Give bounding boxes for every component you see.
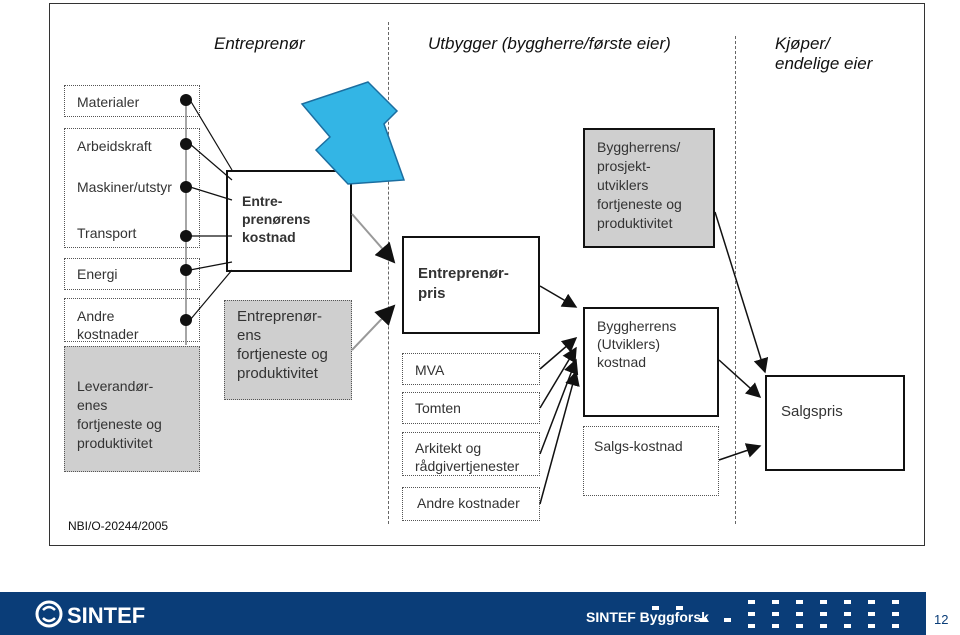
page-number: 12 <box>934 612 949 627</box>
input-label: Transport <box>77 225 137 241</box>
developer-profit-text: Byggherrens/ prosjekt- utviklers fortjen… <box>597 138 682 233</box>
text-line: produktivitet <box>237 365 318 382</box>
sales-cost-box: Salgs-kostnad <box>583 426 719 496</box>
input-connector <box>189 269 233 321</box>
input-connector <box>189 261 233 271</box>
developer-item-label: MVA <box>415 362 445 378</box>
text-line: Entreprenør- <box>237 308 323 325</box>
text-line: fortjeneste og <box>77 416 162 432</box>
contractor-price-box: Entreprenør- pris <box>402 236 540 334</box>
flow-arrow <box>539 285 578 308</box>
header-utbygger: Utbygger (byggherre/første eier) <box>428 34 671 53</box>
sales-cost-label: Salgs-kostnad <box>594 438 683 454</box>
input-connector <box>189 143 233 181</box>
developer-profit-box: Byggherrens/ prosjekt- utviklers fortjen… <box>583 128 715 248</box>
developer-item-arkitekt: Arkitekt og rådgivertjenester <box>402 432 540 476</box>
flow-arrow <box>718 359 762 399</box>
header-kjoper-line2: endelige eier <box>775 54 873 73</box>
text-line: produktivitet <box>77 435 153 451</box>
flow-arrow <box>539 346 577 409</box>
grey-connector <box>351 304 396 351</box>
connection-dot <box>180 314 192 326</box>
input-connector <box>189 186 233 201</box>
text-line: ens <box>237 327 262 344</box>
flow-arrow <box>539 370 580 505</box>
input-box-energi: Energi <box>64 258 200 290</box>
text-line: kostnad <box>597 354 647 370</box>
input-connector <box>189 99 233 171</box>
contractor-cost-text: Entre- prenørens kostnad <box>242 192 310 246</box>
footer-bar <box>0 592 926 635</box>
logo-text: SINTEF <box>67 603 145 628</box>
sales-price-label: Salgspris <box>781 403 843 420</box>
connection-dot <box>180 230 192 242</box>
developer-item-mva: MVA <box>402 353 540 385</box>
text-line: Byggherrens/ <box>597 139 681 155</box>
flow-arrow <box>714 211 769 374</box>
text-line: utviklers <box>597 177 649 193</box>
sintef-logo: SINTEF <box>35 600 145 628</box>
text-line: pris <box>418 285 446 302</box>
developer-item-label: Tomten <box>415 400 461 416</box>
footer-brand: SINTEF Byggforsk <box>586 609 709 625</box>
developer-item-andre-kostnader: Andre kostnader <box>402 487 540 521</box>
column-divider-1 <box>388 22 389 524</box>
input-box-andre-kostnader: Andre kostnader <box>64 298 200 342</box>
contractor-profit-box: Entreprenør- ens fortjeneste og produkti… <box>224 300 352 400</box>
text-line: Entreprenør- <box>418 265 509 282</box>
header-kjoper: Kjøper/ endelige eier <box>775 34 872 74</box>
text-line: prenørens <box>242 211 311 227</box>
footer <box>0 592 960 635</box>
text-line: fortjeneste og <box>597 196 682 212</box>
text-line: fortjeneste og <box>237 346 328 363</box>
input-label: Andre kostnader <box>77 308 139 342</box>
connection-dot <box>180 138 192 150</box>
flow-arrow <box>539 337 578 370</box>
developer-item-label: Andre kostnader <box>417 495 520 511</box>
developer-cost-box: Byggherrens (Utviklers) kostnad <box>583 307 719 417</box>
contractor-profit-text: Entreprenør- ens fortjeneste og produkti… <box>237 307 328 383</box>
connection-dot <box>180 181 192 193</box>
contractor-cost-box: Entre- prenørens kostnad <box>226 170 352 272</box>
text-line: (Utviklers) <box>597 336 660 352</box>
header-kjoper-line1: Kjøper/ <box>775 34 830 53</box>
text-line: Leverandør- <box>77 378 154 394</box>
sales-price-box: Salgspris <box>765 375 905 471</box>
input-box-materialer: Materialer <box>64 85 200 117</box>
contractor-price-text: Entreprenør- pris <box>418 264 509 304</box>
diagram-frame <box>49 3 925 546</box>
developer-item-label: Arkitekt og rådgivertjenester <box>415 440 520 474</box>
text-line: produktivitet <box>597 215 673 231</box>
developer-cost-text: Byggherrens (Utviklers) kostnad <box>597 317 676 371</box>
highlight-arrow-shape <box>300 81 406 185</box>
input-label: Energi <box>77 266 118 282</box>
connection-dot <box>180 94 192 106</box>
input-label: Arbeidskraft <box>77 138 152 154</box>
reference-code: NBI/O-20244/2005 <box>68 519 169 533</box>
developer-item-tomten: Tomten <box>402 392 540 424</box>
flow-arrow <box>718 443 762 461</box>
grey-connector <box>351 213 396 264</box>
input-label: Maskiner/utstyr <box>77 179 172 195</box>
text-line: enes <box>77 397 108 413</box>
text-line: Entre- <box>242 193 283 209</box>
supplier-profit-text: Leverandør- enes fortjeneste og produkti… <box>77 377 162 453</box>
input-box-resources: Arbeidskraft Maskiner/utstyr Transport <box>64 128 200 248</box>
input-label: Materialer <box>77 94 140 110</box>
text-line: kostnad <box>242 229 296 245</box>
supplier-profit-box: Leverandør- enes fortjeneste og produkti… <box>64 346 200 472</box>
text-line: prosjekt- <box>597 158 651 174</box>
text-line: Byggherrens <box>597 318 677 334</box>
header-entreprenor: Entreprenør <box>214 34 305 53</box>
connection-dot <box>180 264 192 276</box>
